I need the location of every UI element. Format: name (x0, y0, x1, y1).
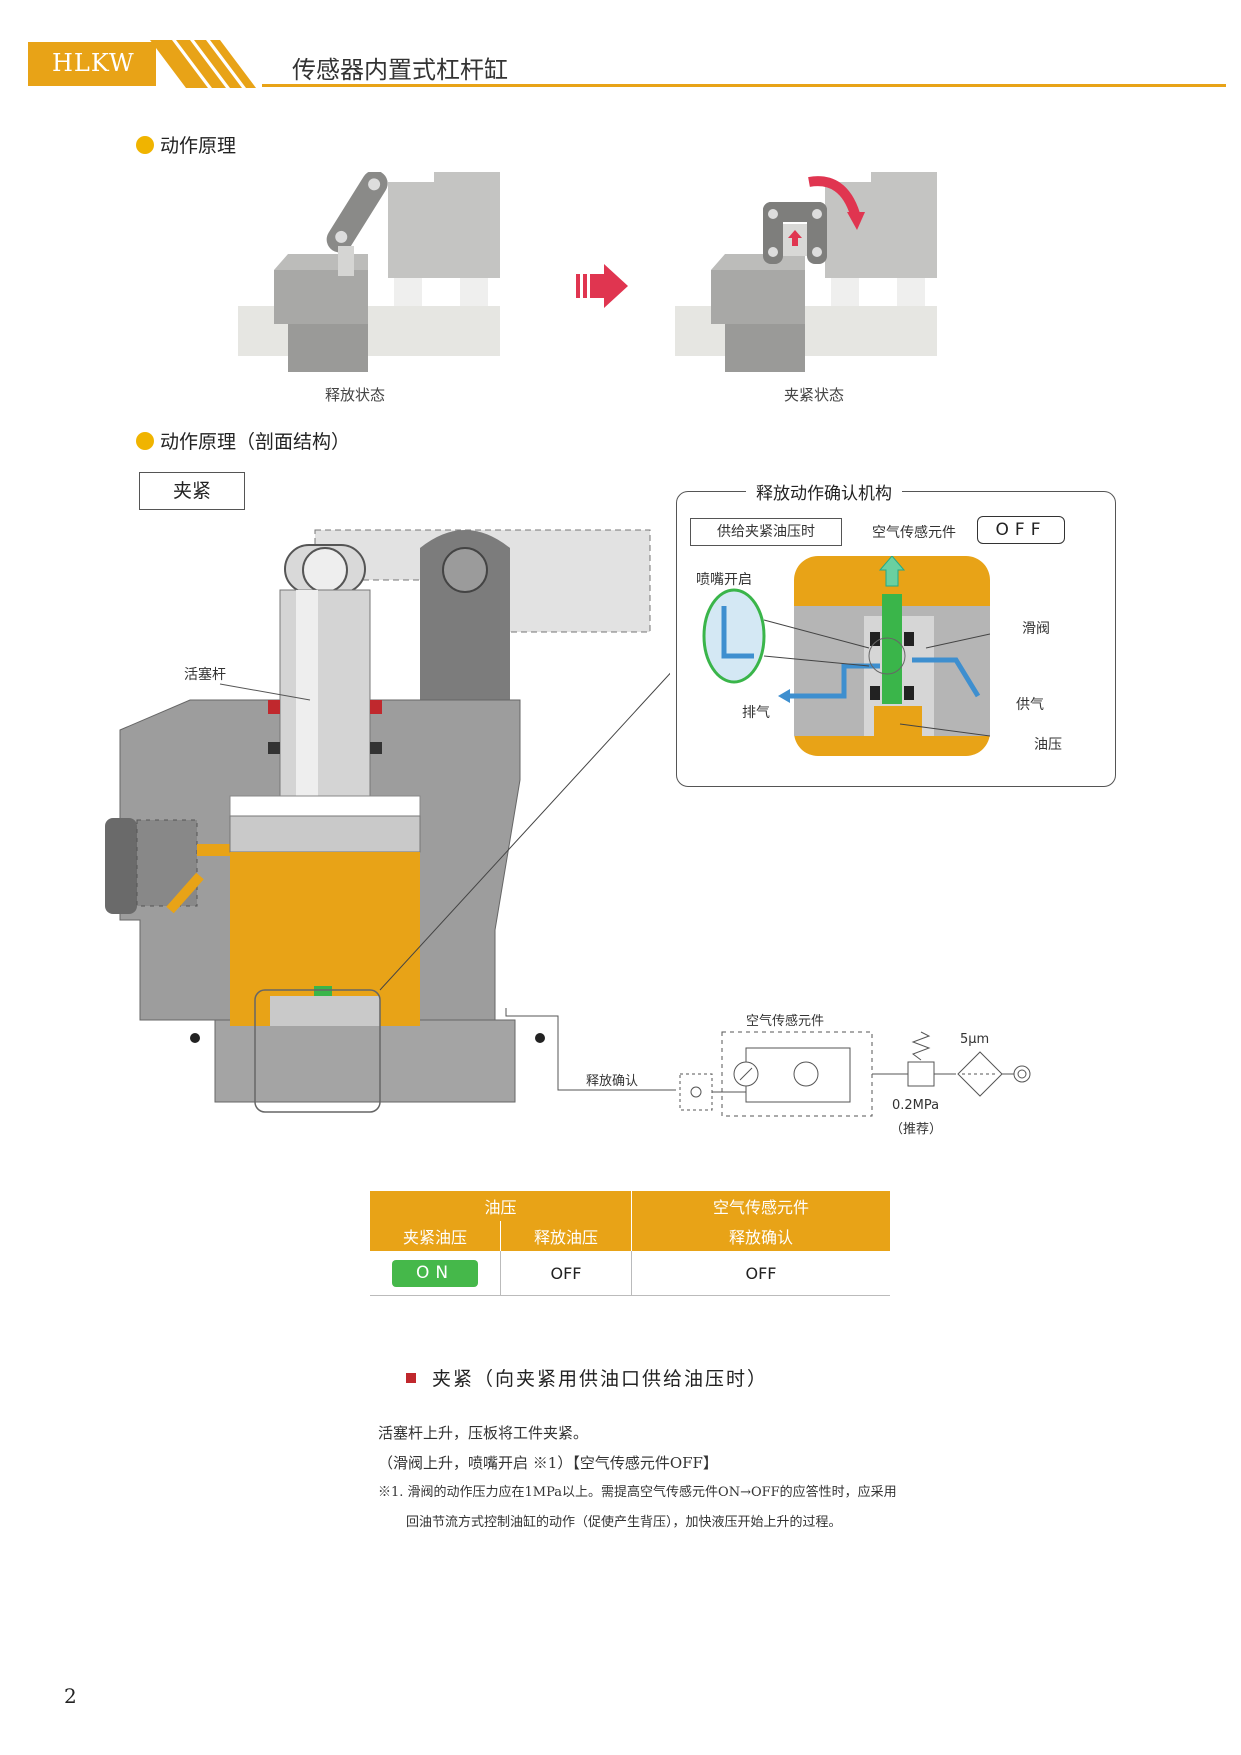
section-title-principle: 动作原理 (160, 135, 237, 157)
page-number: 2 (64, 1684, 77, 1708)
table-col-confirm: 释放确认 (631, 1221, 890, 1251)
table-cell-clamp: ON (370, 1251, 501, 1296)
clamp-state-illustration (675, 172, 937, 372)
filter-rating-label: 5μm (960, 1032, 990, 1047)
release-state-illustration (238, 172, 500, 372)
supply-air-label: 供气 (1016, 697, 1044, 713)
exhaust-label: 排气 (742, 705, 770, 721)
spool-label: 滑阀 (1022, 621, 1050, 637)
transition-arrow-icon (576, 264, 628, 308)
release-confirm-label: 释放确认 (586, 1074, 639, 1089)
oil-pressure-label: 油压 (1034, 737, 1062, 753)
state-table: 油压 空气传感元件 夹紧油压 释放油压 释放确认 ON OFF OFF (370, 1191, 890, 1296)
circuit-sensor-label: 空气传感元件 (746, 1014, 825, 1029)
bullet-dot (136, 432, 154, 450)
table-group-air: 空气传感元件 (631, 1191, 890, 1221)
valve-detail-diagram (702, 556, 990, 756)
nozzle-label: 喷嘴开启 (696, 572, 752, 588)
piston-rod-label: 活塞杆 (184, 667, 226, 683)
mode-label: 夹紧 (172, 480, 211, 502)
pneumatic-circuit-diagram (505, 1008, 1031, 1117)
table-cell-confirm: OFF (631, 1251, 890, 1296)
pressure-label: 0.2MPa (892, 1098, 940, 1113)
inset-title: 释放动作确认机构 (746, 479, 902, 504)
supply-condition-label: 供给夹紧油压时 (690, 518, 842, 546)
on-badge: ON (392, 1259, 478, 1287)
table-col-clamp: 夹紧油压 (370, 1221, 501, 1251)
caption-release: 释放状态 (325, 386, 386, 404)
sensor-state-badge: OFF (977, 516, 1065, 544)
page-title: 传感器内置式杠杆缸 (292, 56, 508, 84)
mode-label-box: 夹紧 (139, 472, 245, 510)
header-rule (262, 84, 1226, 87)
sensor-label: 空气传感元件 (872, 525, 956, 541)
header-stripes (150, 40, 256, 88)
section-title-cross-section: 动作原理（剖面结构） (160, 431, 351, 453)
table-col-release: 释放油压 (500, 1221, 632, 1251)
header-tab (28, 42, 156, 86)
heading-square-icon (406, 1373, 416, 1383)
note-line-1: ※1. 滑阀的动作压力应在1MPa以上。需提高空气传感元件ON→OFF的应答性时… (378, 1485, 897, 1500)
cross-section-diagram (105, 529, 670, 1113)
table-group-oil: 油压 (370, 1191, 632, 1221)
description-body: 活塞杆上升，压板将工件夹紧。 （滑阀上升，喷嘴开启 ※1）【空气传感元件OFF】… (378, 1418, 1238, 1538)
desc-line-2: （滑阀上升，喷嘴开启 ※1）【空气传感元件OFF】 (378, 1454, 718, 1472)
desc-line-1: 活塞杆上升，压板将工件夹紧。 (378, 1424, 589, 1442)
clamp-heading: 夹紧（向夹紧用供油口供给油压时） (432, 1368, 769, 1390)
note-line-2: 回油节流方式控制油缸的动作（促使产生背压），加快液压开始上升的过程。 (406, 1515, 842, 1530)
bullet-dot (136, 136, 154, 154)
recommend-label: （推荐） (890, 1122, 943, 1137)
table-cell-release: OFF (500, 1251, 632, 1296)
caption-clamp: 夹紧状态 (784, 386, 845, 404)
product-code: HLKW (52, 49, 135, 77)
